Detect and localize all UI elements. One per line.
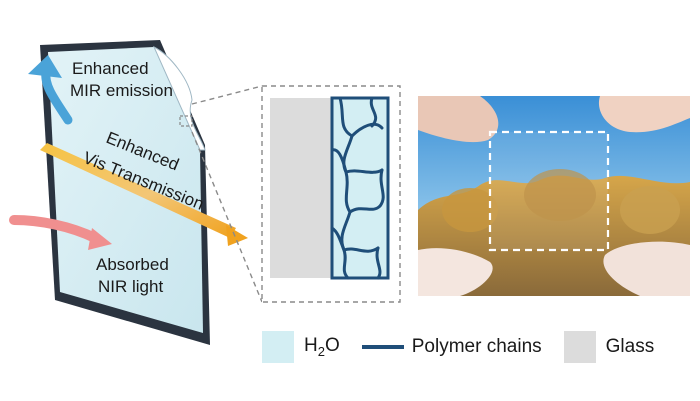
mir-arrow-head — [28, 55, 62, 78]
h2o-swatch — [262, 331, 294, 363]
mir-label-line2: MIR emission — [70, 81, 173, 100]
glass-label: Glass — [605, 336, 655, 357]
photo-tree-a — [442, 188, 498, 232]
polymer-swatch — [361, 345, 404, 349]
nir-arrow-icon — [9, 215, 100, 243]
finger-top-right — [598, 96, 690, 133]
vis-arrow-icon — [40, 143, 236, 238]
finger-bottom-left — [418, 248, 493, 296]
photo-tree-b — [524, 169, 596, 221]
finger-top-left — [418, 96, 499, 143]
photo-tree-c — [620, 186, 680, 234]
zoom-source-box — [179, 115, 193, 127]
polymer-network — [330, 96, 385, 280]
legend-h2o: H2O — [262, 331, 340, 363]
legend-glass: Glass — [563, 331, 655, 363]
window-pane-icon — [40, 40, 210, 345]
vis-arrow-head — [226, 225, 248, 246]
finger-bottom-right — [603, 241, 690, 296]
nir-label-line2: NIR light — [98, 277, 163, 296]
window-glass — [48, 47, 203, 333]
nir-label-line1: Absorbed — [96, 255, 169, 274]
film-outline — [488, 130, 610, 252]
zoom-line-bottom — [191, 131, 263, 303]
glass-layer — [270, 98, 332, 278]
zoom-line-top — [191, 85, 263, 105]
legend-polymer: Polymer chains — [361, 336, 542, 358]
polymer-label: Polymer chains — [411, 336, 542, 357]
glass-swatch — [563, 331, 596, 363]
h2o-label: H2O — [304, 335, 340, 359]
mir-label-line1: Enhanced — [72, 59, 149, 78]
legend: H2O Polymer chains Glass — [262, 330, 676, 364]
nir-arrow-head — [88, 228, 112, 250]
photo-sample-icon — [418, 96, 690, 296]
